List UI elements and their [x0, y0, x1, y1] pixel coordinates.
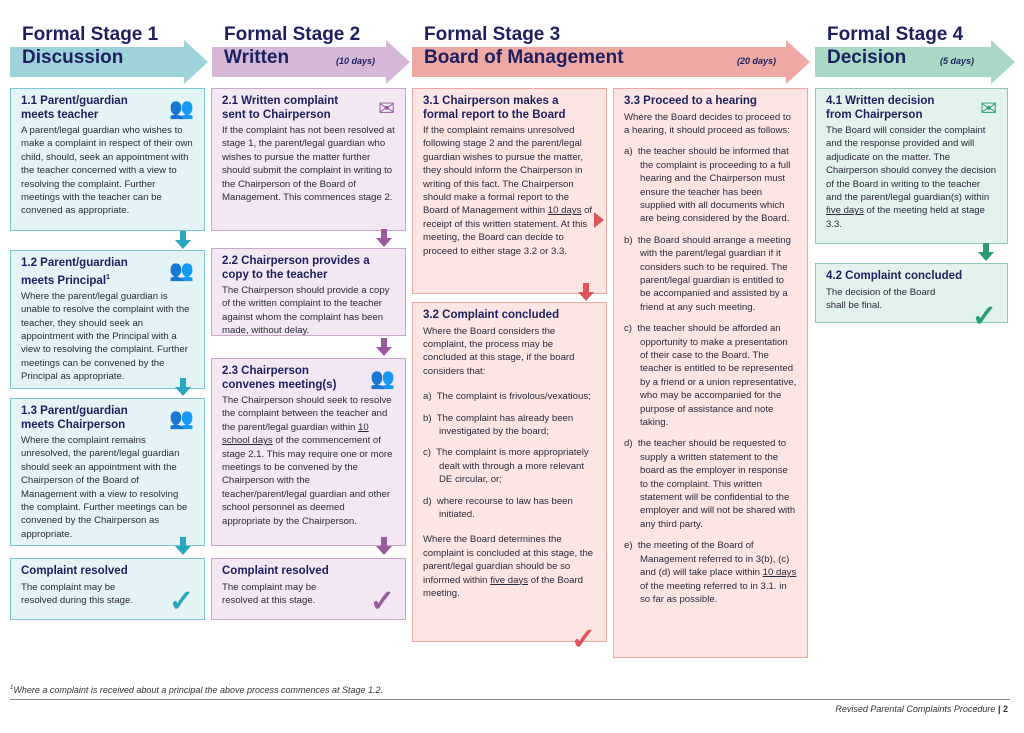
step-text: Where the parent/legal guardian is unabl…	[21, 290, 190, 383]
step-title: 1.2 Parent/guardian meets Principal1	[21, 257, 128, 287]
stage-arrow: Decision (5 days)	[815, 40, 1015, 84]
people-icon: 👥	[169, 98, 194, 120]
list-item: d) the teacher should be requested to su…	[624, 438, 796, 530]
stage-title: Formal Stage 3	[424, 24, 561, 45]
down-arrow-icon	[578, 292, 594, 301]
list-item: c) The complaint is more appropriately d…	[423, 447, 589, 486]
step-text: Where the complaint remains unresolved, …	[21, 435, 188, 540]
stage-title: Formal Stage 4	[827, 24, 964, 45]
stage-arrow: Board of Management (20 days)	[412, 40, 810, 84]
stage-name: Board of Management	[424, 47, 624, 68]
people-icon: 👥	[169, 408, 194, 430]
people-icon: 👥	[169, 260, 194, 282]
stage-arrow: Discussion	[10, 40, 208, 84]
list-item: c) the teacher should be afforded an opp…	[624, 323, 797, 429]
step-3-2: 3.2 Complaint concluded Where the Board …	[412, 302, 607, 655]
step-1-3: 👥 1.3 Parent/guardian meets Chairperson …	[10, 398, 205, 546]
stage-title: Formal Stage 1	[22, 24, 159, 45]
stage-title: Formal Stage 2	[224, 24, 361, 45]
step-title: 4.2 Complaint concluded	[826, 270, 963, 282]
stage-name: Written	[224, 47, 290, 68]
page-footer: Revised Parental Complaints Procedure | …	[835, 704, 1008, 714]
step-text: The Chairperson should provide a copy of…	[222, 285, 390, 337]
checkmark-icon: ✓	[971, 300, 997, 333]
page-number: 2	[1002, 704, 1008, 714]
step-2-2: 2.2 Chairperson provides a copy to the t…	[211, 248, 406, 336]
step-2-1: ✉ 2.1 Written complaint sent to Chairper…	[211, 88, 406, 231]
footnote: 1Where a complaint is received about a p…	[10, 685, 384, 695]
stage-arrow: Written (10 days)	[212, 40, 410, 84]
stage-name: Discussion	[22, 47, 124, 68]
stage-name: Decision	[827, 47, 907, 68]
step-title: 3.3 Proceed to a hearing	[624, 95, 757, 107]
step-title: 4.1 Written decision from Chairperson	[826, 95, 935, 121]
step-title: 2.1 Written complaint sent to Chairperso…	[222, 95, 339, 121]
list-item: a) The complaint is frivolous/vexatious;	[423, 391, 591, 403]
step-text: A parent/legal guardian who wishes to ma…	[21, 125, 193, 217]
stage-days: (5 days)	[940, 56, 975, 66]
step-text: If the complaint has not been resolved a…	[222, 125, 395, 204]
step-text: The decision of the Board shall be final…	[826, 286, 936, 311]
down-arrow-icon	[376, 546, 392, 555]
down-arrow-icon	[175, 546, 191, 555]
footer-divider	[10, 699, 1010, 700]
stage-2-header: Formal Stage 2 Written (10 days)	[212, 24, 410, 84]
down-arrow-icon	[175, 240, 191, 249]
people-icon: 👥	[370, 368, 395, 390]
step-title: Complaint resolved	[222, 565, 329, 577]
stage-days: (20 days)	[737, 56, 777, 66]
step-2-3: 👥 2.3 Chairperson convenes meeting(s) Th…	[211, 358, 406, 546]
step-text: The Board will consider the complaint an…	[826, 125, 997, 230]
step-title: 3.1 Chairperson makes a formal report to…	[423, 95, 566, 121]
stage-3-header: Formal Stage 3 Board of Management (20 d…	[412, 24, 810, 84]
step-3-3: 3.3 Proceed to a hearing Where the Board…	[613, 88, 808, 658]
step-4-1: ✉ 4.1 Written decision from Chairperson …	[815, 88, 1008, 244]
step-title: 2.3 Chairperson convenes meeting(s)	[222, 365, 337, 391]
step-4-2: 4.2 Complaint concluded The decision of …	[815, 263, 1008, 332]
down-arrow-icon	[376, 347, 392, 356]
step-1-1: 👥 1.1 Parent/guardian meets teacher A pa…	[10, 88, 205, 231]
stage-4-header: Formal Stage 4 Decision (5 days)	[815, 24, 1015, 84]
step-text: If the complaint remains unresolved foll…	[423, 125, 593, 257]
envelope-icon: ✉	[378, 98, 395, 120]
step-title: 1.3 Parent/guardian meets Chairperson	[21, 405, 128, 431]
stage-1-header: Formal Stage 1 Discussion	[10, 24, 208, 84]
list-item: a) the teacher should be informed that t…	[624, 146, 791, 225]
checkmark-icon: ✓	[369, 585, 395, 618]
step-text: The complaint may be resolved at this st…	[222, 581, 317, 606]
checkmark-icon: ✓	[168, 585, 194, 618]
stage-days: (10 days)	[336, 56, 376, 66]
step-text: The complaint may be resolved during thi…	[21, 581, 133, 606]
list-item: e) the meeting of the Board of Managemen…	[624, 540, 797, 605]
checkmark-icon: ✓	[570, 623, 596, 656]
step-title: 1.1 Parent/guardian meets teacher	[21, 95, 128, 121]
step-2-resolved: Complaint resolved The complaint may be …	[211, 558, 406, 620]
envelope-icon: ✉	[980, 98, 997, 120]
step-text: Where the Board decides to proceed to a …	[624, 111, 791, 136]
down-arrow-icon	[376, 238, 392, 247]
step-text: The Chairperson should seek to resolve t…	[222, 395, 393, 527]
step-1-resolved: Complaint resolved The complaint may be …	[10, 558, 205, 620]
step-1-2: 👥 1.2 Parent/guardian meets Principal1 W…	[10, 250, 205, 389]
step-text: Where the Board considers the complaint,…	[423, 325, 575, 377]
down-arrow-icon	[978, 252, 994, 261]
down-arrow-icon	[175, 387, 191, 396]
list-item: b) the Board should arrange a meeting wi…	[624, 234, 791, 313]
step-3-1: 3.1 Chairperson makes a formal report to…	[412, 88, 607, 294]
step-text: Where the Board determines the complaint…	[423, 534, 594, 599]
step-title: 2.2 Chairperson provides a copy to the t…	[222, 255, 370, 281]
list-item: d) where recourse to law has been initia…	[423, 495, 573, 520]
step-title: Complaint resolved	[21, 565, 128, 577]
step-title: 3.2 Complaint concluded	[423, 309, 560, 321]
list-item: b) The complaint has already been invest…	[423, 412, 574, 437]
